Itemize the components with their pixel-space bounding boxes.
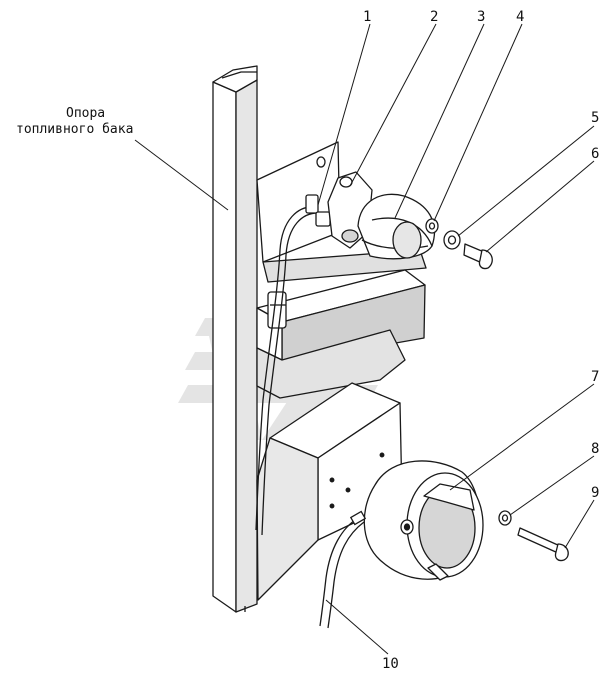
callout-10: 10	[382, 656, 399, 672]
part-6-screw	[463, 243, 493, 270]
leader-lines	[134, 23, 595, 655]
part-4-washer	[425, 218, 439, 234]
cable-clip	[267, 291, 287, 329]
callout-4: 4	[516, 9, 524, 25]
callout-7: 7	[591, 369, 599, 385]
callout-5: 5	[591, 110, 599, 126]
callout-2: 2	[430, 9, 438, 25]
caption-line-2: топливного бака	[16, 122, 133, 137]
callout-3: 3	[477, 9, 485, 25]
fuel-tank-support-caption: Опора топливного бака	[16, 106, 133, 137]
lamp-cable	[255, 206, 321, 536]
part-8-washer	[498, 510, 512, 526]
part-5-washer	[443, 230, 461, 250]
callout-8: 8	[591, 441, 599, 457]
part-3-lamp-cover	[357, 193, 436, 260]
part-10-cable	[319, 510, 367, 629]
callout-1: 1	[363, 9, 371, 25]
bracket-arm	[256, 269, 426, 399]
callout-6: 6	[591, 146, 599, 162]
part-7-socket	[363, 460, 484, 581]
callout-numbers: 1 2 3 4 5 6 7 8 9 10	[363, 9, 599, 672]
caption-line-1: Опора	[66, 106, 105, 121]
fuel-tank-support	[212, 65, 258, 613]
callout-9: 9	[591, 485, 599, 501]
part-9-bolt	[517, 527, 569, 562]
